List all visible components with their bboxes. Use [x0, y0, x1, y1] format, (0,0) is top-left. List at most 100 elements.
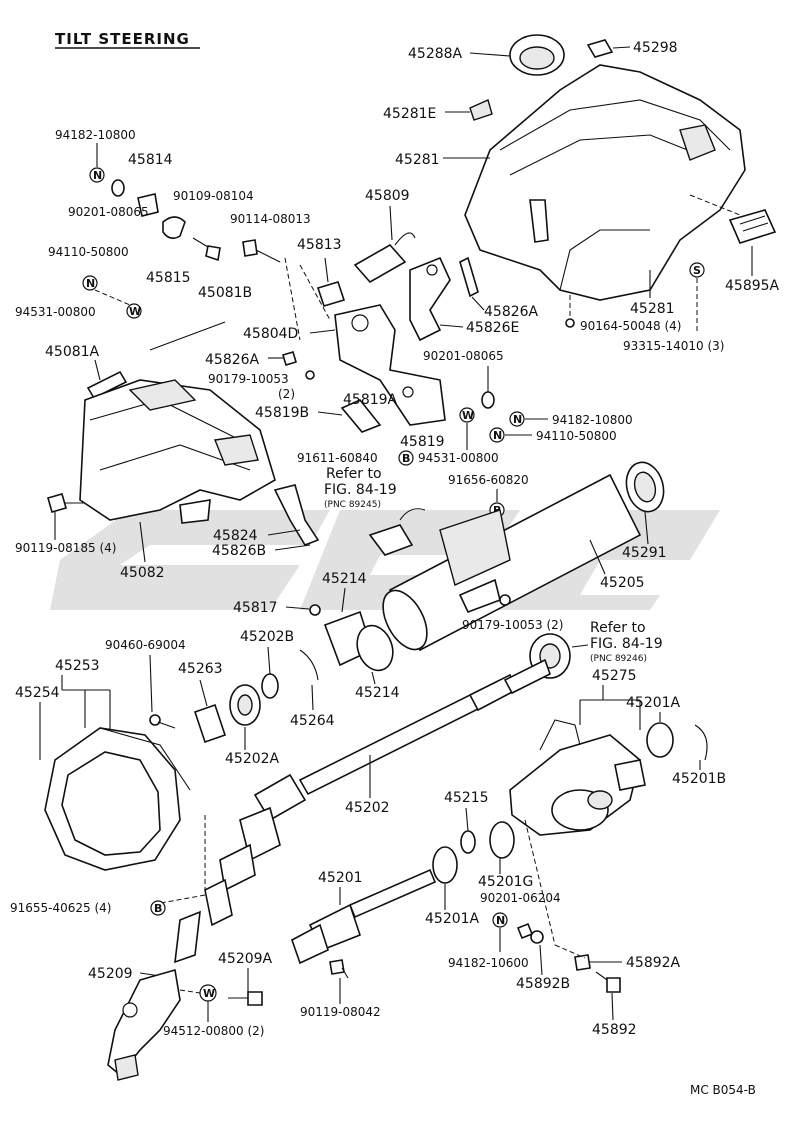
label-45819: 45819 [400, 434, 445, 450]
bolt-90114 [242, 239, 281, 263]
label-45201: 45201 [318, 870, 363, 886]
bushing-45813 [316, 281, 346, 307]
snap-ring-45202B [261, 673, 279, 699]
label-45804D: 45804D [243, 326, 298, 342]
svg-text:N: N [86, 277, 95, 290]
diagram-title: TILT STEERING [55, 30, 190, 48]
svg-text:N: N [496, 914, 505, 927]
label-45214-lower: 45214 [355, 685, 400, 701]
main-shaft-45202 [298, 658, 551, 796]
bolt-90109 [192, 237, 221, 262]
symbol-w-2 [459, 407, 475, 423]
bolt-45892 [595, 971, 621, 993]
label-94531-00800-a: 94531-00800 [15, 305, 96, 319]
tilt-lever-45826E [409, 256, 451, 342]
label-90164: 90164-50048 (4) [580, 319, 682, 333]
label-45819B: 45819B [255, 405, 309, 421]
nut-90179-b [499, 594, 511, 606]
label-45201A-lower: 45201A [425, 911, 480, 927]
label-45826A-2: 45826A [205, 352, 260, 368]
label-45281E: 45281E [383, 106, 436, 122]
label-93315: 93315-14010 (3) [623, 339, 725, 353]
label-90179-a-qty: (2) [278, 387, 295, 401]
seal-45215 [460, 830, 476, 854]
label-45275: 45275 [592, 668, 637, 684]
label-94110-50800-a: 94110-50800 [48, 245, 129, 259]
label-45264: 45264 [290, 713, 335, 729]
universal-joint [174, 773, 307, 964]
label-94182-10800-a: 94182-10800 [55, 128, 136, 142]
label-94182-10800-b: 94182-10800 [552, 413, 633, 427]
cover-clip-45298 [586, 39, 614, 58]
nut-90179 [305, 370, 315, 380]
label-45288A: 45288A [408, 46, 463, 62]
washer-90201-b [481, 391, 495, 409]
label-45202: 45202 [345, 800, 390, 816]
label-45201A-upper: 45201A [626, 695, 681, 711]
bearing-45202A [229, 684, 261, 726]
svg-text:S: S [693, 264, 701, 277]
label-45892: 45892 [592, 1022, 637, 1038]
svg-text:N: N [513, 413, 522, 426]
connector-89245 [368, 508, 426, 556]
nut-45817 [309, 604, 321, 616]
svg-text:B: B [402, 452, 410, 465]
snap-ring-45264 [299, 649, 319, 681]
symbol-n-3 [509, 411, 525, 427]
label-45892A: 45892A [626, 955, 681, 971]
label-94512: 94512-00800 (2) [163, 1024, 265, 1038]
lever-45815 [162, 216, 186, 240]
gear-housing-45253 [44, 727, 191, 871]
bolt-90119-08185 [47, 493, 84, 513]
symbol-b-3 [150, 900, 166, 916]
label-45201G: 45201G [478, 874, 533, 890]
label-45202B: 45202B [240, 629, 294, 645]
svg-text:W: W [129, 305, 141, 318]
label-45809: 45809 [365, 188, 410, 204]
label-90201-06204: 90201-06204 [480, 891, 561, 905]
label-90179-a: 90179-10053 [208, 372, 289, 386]
label-90119-08042: 90119-08042 [300, 1005, 381, 1019]
bolt-90119-08042 [329, 959, 349, 979]
label-45215: 45215 [444, 790, 489, 806]
label-90109: 90109-08104 [173, 189, 254, 203]
symbol-n-1 [89, 167, 105, 183]
label-45824: 45824 [213, 528, 258, 544]
label-45082: 45082 [120, 565, 165, 581]
screw-90164 [565, 318, 575, 328]
symbol-s [689, 262, 705, 278]
label-45814: 45814 [128, 152, 173, 168]
yoke-45209 [107, 968, 181, 1081]
label-45895A: 45895A [725, 278, 780, 294]
refer-note-1-line1: Refer to [326, 466, 382, 482]
label-90179-b: 90179-10053 (2) [462, 618, 564, 632]
label-45254: 45254 [15, 685, 60, 701]
label-45281-lower: 45281 [630, 301, 675, 317]
bushing-45814 [137, 193, 159, 217]
snap-ring-45201B [694, 724, 708, 761]
lever-45824 [273, 484, 320, 546]
label-91656: 91656-60820 [448, 473, 529, 487]
label-91611: 91611-60840 [297, 451, 378, 465]
refer-note-2-line1: Refer to [590, 620, 646, 636]
label-90114: 90114-08013 [230, 212, 311, 226]
label-45081A: 45081A [45, 344, 100, 360]
label-94531-00800-b: 94531-00800 [418, 451, 499, 465]
label-45081B: 45081B [198, 285, 252, 301]
bushing-45201G [489, 821, 515, 859]
label-45263: 45263 [178, 661, 223, 677]
sub-shaft-45201 [291, 868, 437, 965]
label-90201-08065-b: 90201-08065 [423, 349, 504, 363]
svg-text:N: N [93, 169, 102, 182]
spring-45826A-2 [282, 351, 297, 366]
cover-pad-45281E [469, 99, 493, 121]
sensor-45809 [353, 232, 416, 284]
refer-note-2-line2: FIG. 84-19 [590, 636, 663, 652]
label-45819A: 45819A [343, 392, 398, 408]
washer-90201 [111, 179, 125, 197]
bolt-45209A [228, 991, 263, 1006]
svg-text:N: N [493, 429, 502, 442]
label-45826A: 45826A [484, 304, 539, 320]
label-94110-50800-b: 94110-50800 [536, 429, 617, 443]
symbol-w-1 [126, 303, 142, 319]
